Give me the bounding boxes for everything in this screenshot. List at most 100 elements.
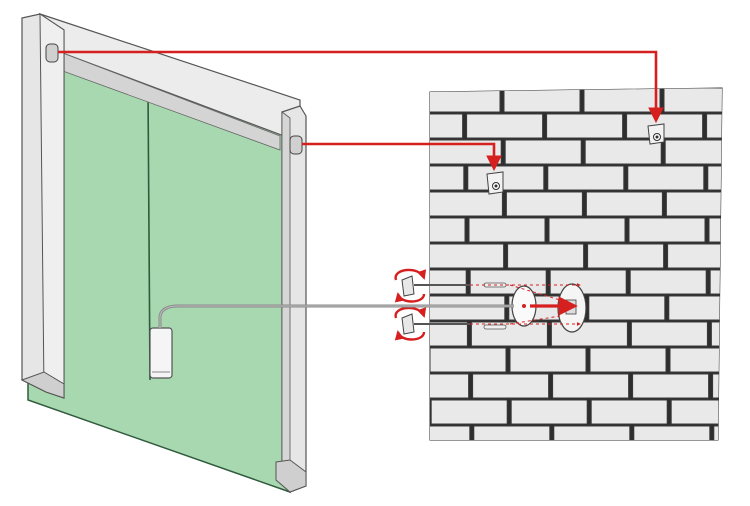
brick (664, 139, 722, 165)
brick (669, 347, 722, 373)
brick (473, 425, 551, 440)
brick (468, 217, 546, 243)
brick (555, 478, 631, 502)
brick (395, 478, 471, 502)
brick (510, 399, 588, 425)
brick (546, 113, 624, 139)
brick (590, 399, 668, 425)
frame-right-post-face (281, 111, 291, 494)
brick (430, 295, 506, 321)
panel-assembly (20, 12, 307, 494)
rotate-arrow-icon (394, 268, 427, 281)
brick (430, 347, 507, 373)
brick (307, 114, 383, 138)
brick (430, 88, 501, 113)
brick (667, 243, 722, 269)
brick (745, 140, 750, 164)
brick (708, 217, 722, 243)
frame-right-post-foot (275, 459, 307, 493)
brick (432, 452, 508, 476)
brick (632, 373, 710, 399)
brick (507, 243, 585, 269)
brick (547, 165, 625, 191)
brick (352, 452, 428, 476)
brick (715, 478, 750, 502)
wall-bracket-upper (647, 123, 665, 145)
frame-left-post-foot (20, 371, 65, 399)
rotate-arrow-icon (394, 330, 426, 341)
brick (475, 478, 551, 502)
connector-arrows (58, 50, 664, 316)
brick (712, 373, 722, 399)
brick (670, 399, 722, 425)
brick (709, 269, 722, 295)
brick (663, 88, 722, 113)
brick (589, 347, 667, 373)
brick (665, 191, 722, 217)
brick (504, 139, 582, 165)
brick (315, 478, 391, 502)
brick (592, 452, 668, 476)
assembly-guide-lines (470, 283, 581, 326)
brick (548, 217, 626, 243)
brick (430, 165, 465, 191)
brick (503, 88, 581, 113)
brick (583, 88, 661, 113)
fixing-screw-upper (401, 275, 470, 297)
brick (512, 452, 588, 476)
brick-wall (307, 87, 750, 502)
brick (710, 321, 722, 347)
arrow-slot-right-to-bracket-lower (302, 142, 502, 172)
frame-mounting-slot-left (45, 43, 59, 63)
brick (313, 374, 389, 398)
brick (744, 88, 750, 112)
brick (584, 139, 662, 165)
control-box (149, 327, 173, 379)
brick (627, 165, 705, 191)
brick (430, 217, 466, 243)
brick (430, 113, 464, 139)
brick (309, 218, 385, 242)
brick (350, 348, 426, 372)
arrow-slot-left-to-bracket-upper (58, 50, 664, 124)
brick (348, 244, 424, 268)
fixing-screw-lower (401, 313, 470, 335)
brick (713, 425, 722, 440)
rotate-arrow-icon (394, 306, 427, 319)
brick (430, 373, 470, 399)
brick (509, 347, 587, 373)
brick (633, 425, 711, 440)
brick (635, 478, 711, 502)
wall-dowel (483, 324, 507, 330)
cable-outlet-plate-wall (557, 283, 587, 333)
frame-left-post-face (39, 13, 65, 399)
brick (311, 322, 387, 346)
brick (346, 192, 422, 216)
rotate-arrow-icon (394, 292, 426, 303)
brick (706, 113, 722, 139)
brick (587, 243, 665, 269)
brick (472, 373, 550, 399)
brick (430, 399, 508, 425)
rotation-arrows (394, 268, 427, 341)
brick (707, 165, 722, 191)
brick (505, 191, 583, 217)
brick (628, 217, 706, 243)
brick (430, 321, 468, 347)
brick (746, 192, 750, 216)
brick (672, 452, 748, 476)
fixing-screws (401, 275, 470, 335)
brick-pattern (307, 88, 750, 502)
brick (626, 113, 704, 139)
brick (668, 295, 722, 321)
brick (470, 321, 548, 347)
brick (629, 269, 707, 295)
wall-bracket-lower (486, 171, 504, 195)
brick (585, 191, 663, 217)
brick (469, 269, 547, 295)
brick (351, 400, 427, 424)
brick (549, 269, 627, 295)
brick (588, 295, 666, 321)
